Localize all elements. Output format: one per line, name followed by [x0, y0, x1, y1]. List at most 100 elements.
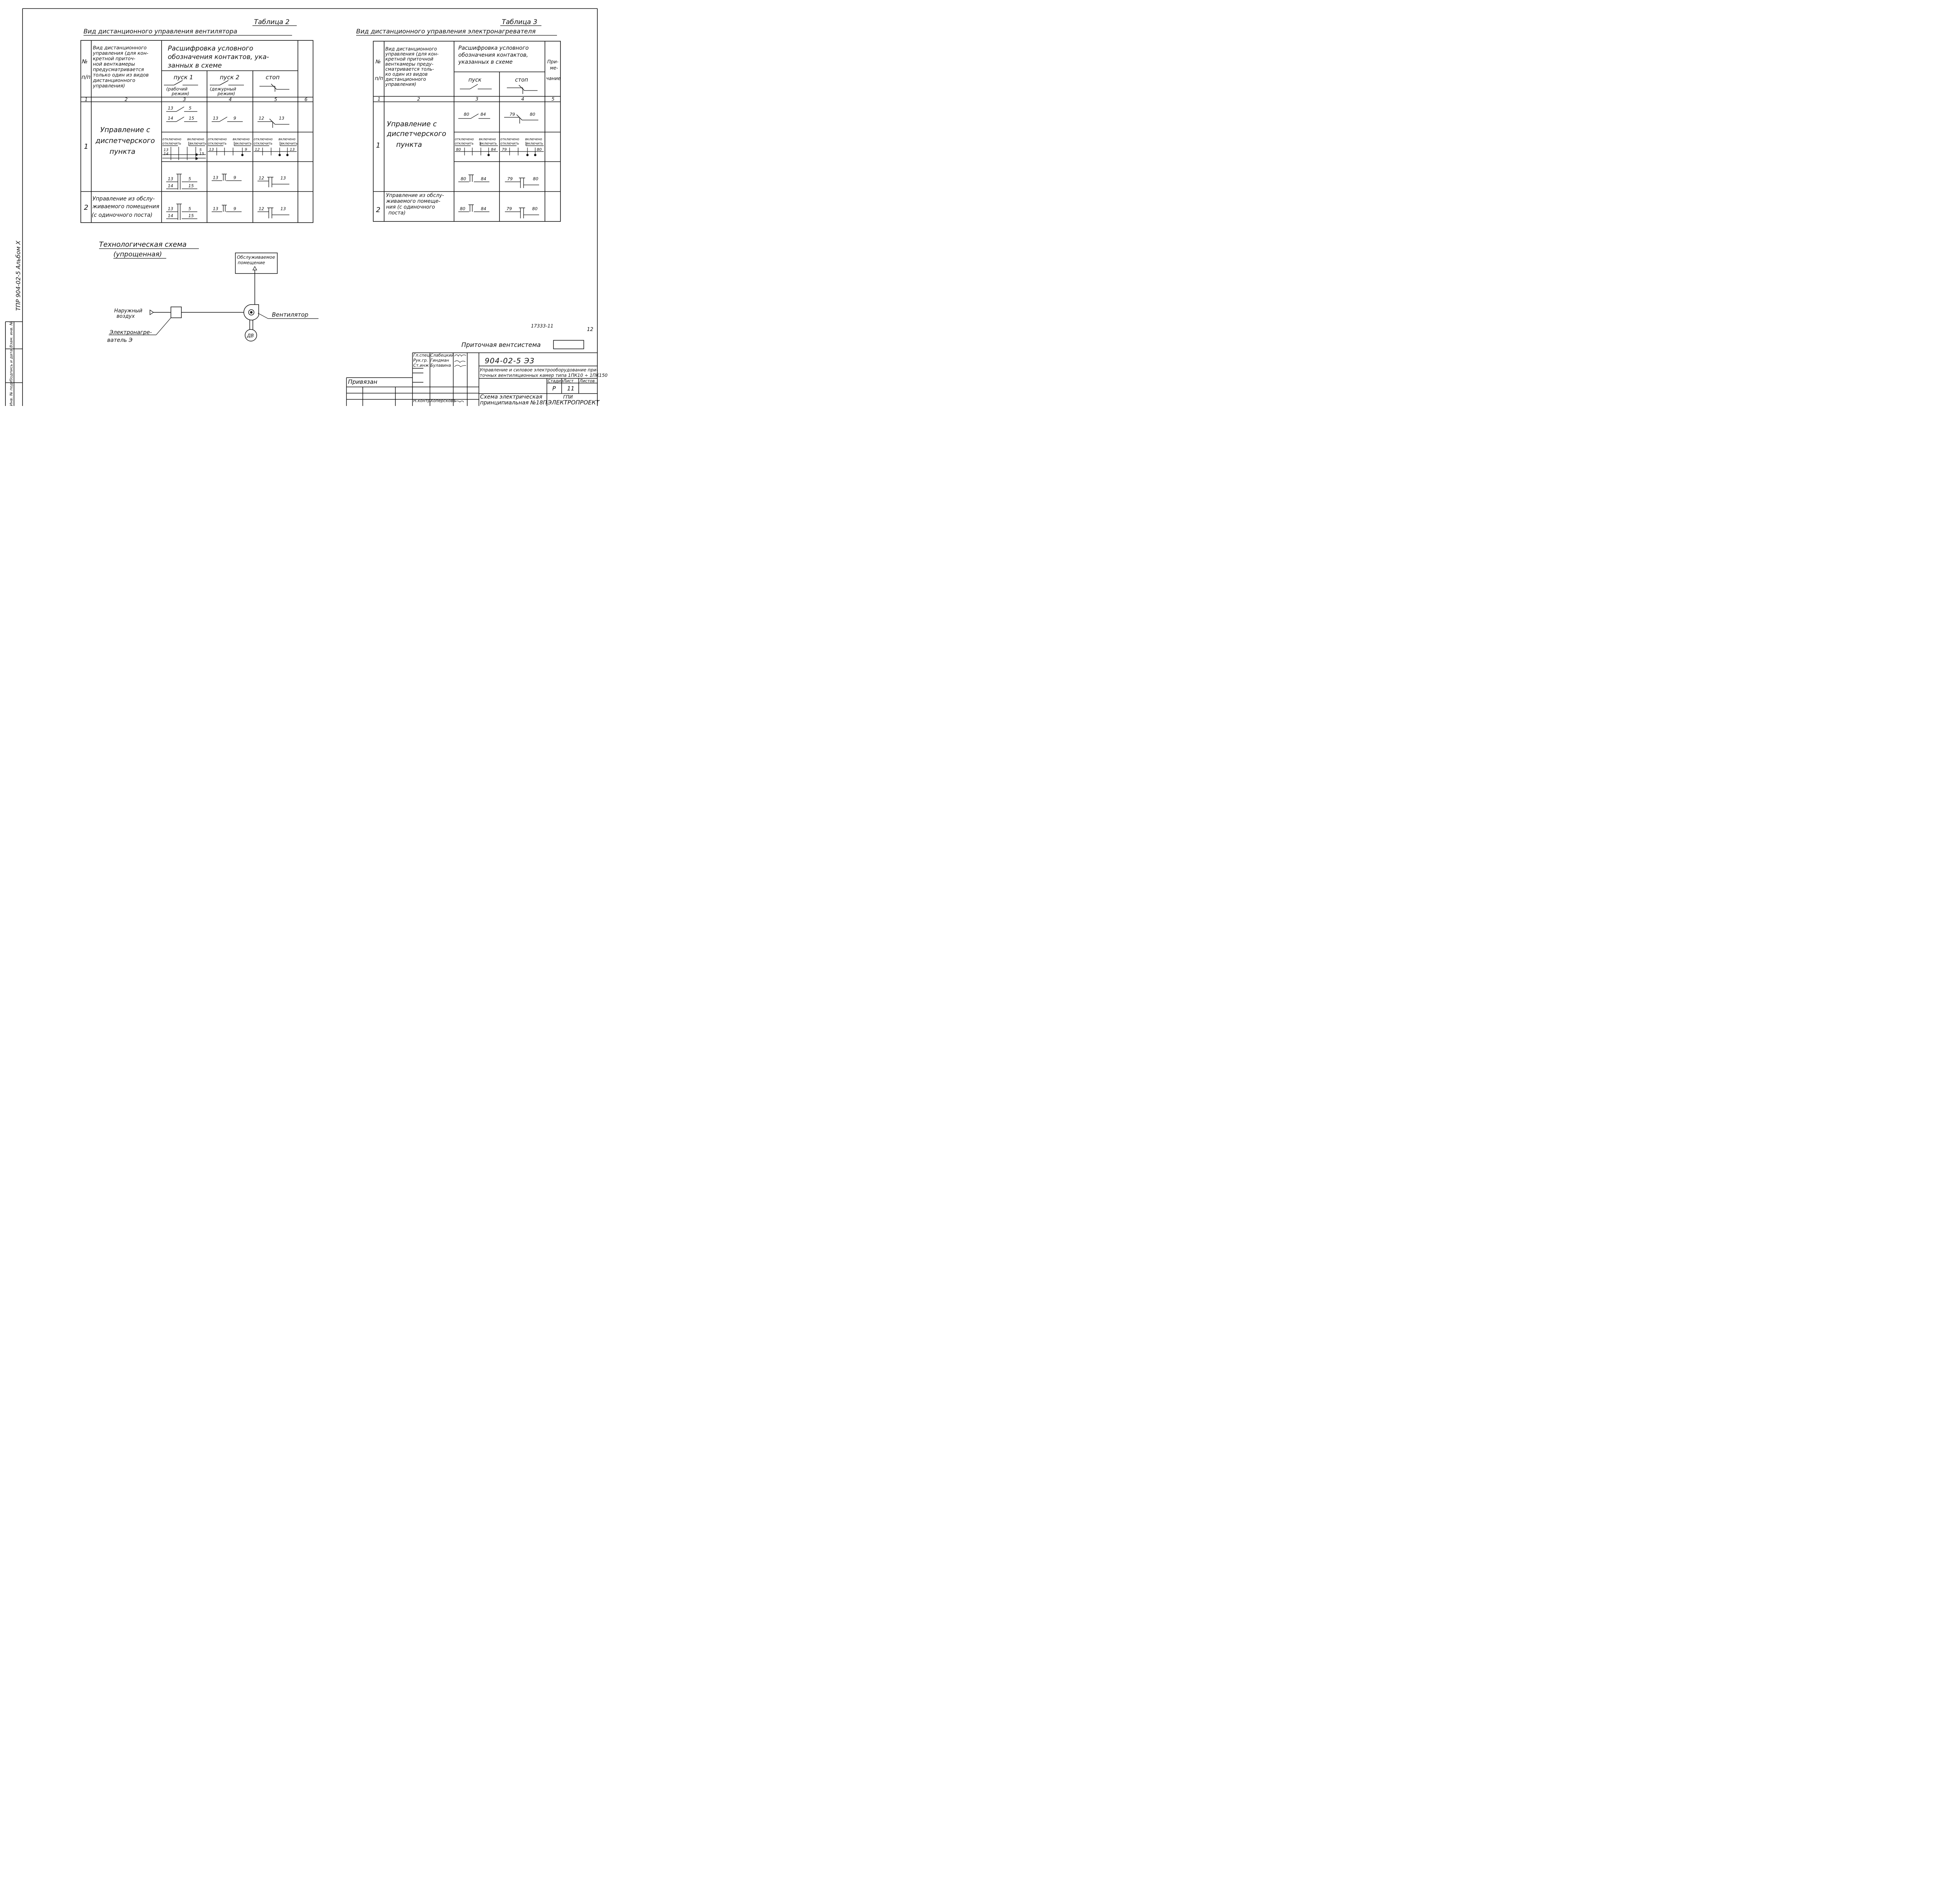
- page-number: 12: [587, 327, 593, 333]
- contact-number: 5: [188, 176, 191, 181]
- switch-label-turn-on: включить: [526, 142, 543, 146]
- contact-number: 13: [213, 116, 218, 121]
- table3-head-decode-line: Расшифровка условного: [458, 45, 529, 51]
- table3-head-type: Вид дистанционного управления (для кон- …: [385, 46, 439, 87]
- table2-head-decode-line: занных в схеме: [168, 62, 222, 70]
- table2-row2-text: живаемого помещения: [92, 204, 159, 210]
- table2-head-decode-line: обозначения контактов, ука-: [168, 53, 269, 61]
- staff-role: Ст.инж: [413, 363, 429, 368]
- table3-head-note-line: ме-: [550, 65, 558, 71]
- heater-leader: [156, 317, 171, 335]
- switch-label-on: включено: [525, 138, 542, 141]
- serviced-room-box: [235, 253, 278, 274]
- contact-number: 13: [280, 176, 286, 181]
- table2-r1c-buttons: [166, 174, 289, 190]
- schema-title: принципиальная №18П: [480, 400, 547, 406]
- heater-box: [171, 307, 182, 318]
- contact-number: 15: [188, 183, 194, 188]
- contact-number: 5: [199, 148, 202, 152]
- table2-head-type-line: управления (для кон-: [92, 50, 148, 56]
- contact-number: 9: [233, 175, 236, 180]
- staff-name: Слабецкий: [430, 353, 454, 358]
- drawing-sheet: ТПР 904-02-5 Альбом X Инв. № подл. Подпи…: [0, 0, 607, 416]
- switch-label-turn-on: включить: [480, 142, 497, 146]
- table2-pusk2-sub: (дежурный: [210, 86, 237, 92]
- motor-label: ДВ: [247, 333, 254, 338]
- switch-label-on: включено: [278, 138, 296, 141]
- sheet-frame: [5, 8, 598, 406]
- table3-row1-text: Управление с: [387, 120, 437, 128]
- document-code: 904-02-5 Э3: [485, 357, 535, 365]
- side-cell-inv: Инв. № подл.: [9, 379, 14, 406]
- switch-label-on: включено: [479, 138, 496, 141]
- switch-label-off: отключено: [162, 138, 181, 141]
- table3-head-type-line: кретной приточной: [385, 56, 433, 62]
- table-2: Таблица 2 Вид дистанционного управления …: [80, 18, 313, 223]
- table3-row2-line: Управление из обслу-: [386, 193, 444, 199]
- table3-col-number: 4: [521, 96, 524, 102]
- system-name: Приточная вентсистема: [461, 341, 541, 348]
- table3-col-number: 1: [378, 96, 381, 102]
- heater-label: ватель Э: [107, 337, 132, 343]
- table2-pusk2: пуск 2: [220, 74, 239, 81]
- table2-head-type: Вид дистанционного управления (для кон- …: [92, 45, 149, 89]
- table3-col-numbers: 1 2 3 4 5: [378, 96, 555, 102]
- table2-r1b-diagrams: [162, 142, 297, 160]
- table2-stop: стоп: [266, 74, 280, 81]
- table3-row1-text: диспетчерского: [386, 130, 446, 138]
- archive-number: 17333-11: [531, 323, 553, 329]
- table2-col-number: 6: [305, 97, 308, 102]
- motor-icon: [245, 329, 257, 341]
- table3-grid: [373, 41, 561, 222]
- table3-row1-no: 1: [376, 141, 380, 150]
- table3-r1c-numbers: 80 84 79 80: [461, 176, 538, 181]
- title-block-grid: [346, 352, 597, 406]
- table2-head-type-line: ной венткамеры: [93, 61, 135, 67]
- contact-number: 12: [259, 176, 264, 181]
- table2-row1-text: диспетчерского: [95, 137, 155, 145]
- switch-label-off: отключено: [500, 138, 519, 141]
- table2-col-number: 3: [183, 97, 186, 102]
- switch-label-turn-off: отключить: [162, 142, 181, 146]
- table2-r2-numbers: 13 5 14 15 13 9 12 13: [168, 206, 286, 218]
- table2-head-type-line: Вид дистанционного: [93, 45, 147, 51]
- table3-head-type-line: венткамеры преду-: [385, 61, 433, 67]
- scheme-title: Технологическая схема: [99, 240, 186, 249]
- switch-label-turn-on: включить: [235, 142, 252, 146]
- contact-number: 79: [507, 176, 513, 181]
- table3-row2-text: Управление из обслу- живаемого помеще- н…: [386, 193, 444, 216]
- side-cell-sign: Подпись и дата: [9, 349, 14, 381]
- switch-label-off: отключено: [455, 138, 474, 141]
- project-description: Управление и силовое электрооборудование…: [480, 367, 598, 373]
- table3-head-no: №: [375, 59, 381, 65]
- contact-number: 13: [279, 116, 284, 121]
- contact-number: 13: [213, 206, 218, 211]
- table2-col-number: 5: [274, 97, 277, 102]
- table3-r1b-labels: отключено включено отключить включить от…: [455, 138, 543, 146]
- organization-name: ЭЛЕКТРОПРОЕКТ: [547, 399, 600, 406]
- contact-number: 80: [464, 112, 469, 117]
- table2-col-number: 2: [125, 97, 128, 102]
- table2-row2-text: (с одиночного поста): [92, 212, 153, 218]
- table3-title: Вид дистанционного управления электронаг…: [356, 28, 536, 35]
- table3-row2-line: поста): [388, 210, 405, 216]
- contact-number: 14: [168, 213, 173, 218]
- contact-number: 12: [259, 206, 264, 211]
- fan-label: Вентилятор: [272, 311, 308, 318]
- table2-r1b-numbers: 13 14 5 15 13 9 12 13: [164, 148, 295, 156]
- norm-control-role: Н.контр: [413, 399, 430, 403]
- table2-col-numbers: 1 2 3 4 5 6: [85, 97, 308, 102]
- contact-number: 13: [168, 206, 173, 211]
- system-name-box: [553, 340, 584, 349]
- table3-col-number: 5: [552, 96, 555, 102]
- contact-number: 84: [481, 206, 486, 211]
- sheets-label: Листов: [579, 379, 595, 383]
- title-block: 17333-11 12 Приточная вентсистема: [346, 323, 607, 406]
- table3-stop-symbol: [507, 85, 538, 94]
- contact-number: 80: [532, 206, 538, 211]
- contact-number: 9: [245, 148, 247, 152]
- bound-label: Привязан: [348, 378, 378, 385]
- table2-row2-no: 2: [84, 204, 88, 212]
- table3-head-type-line: ко один из видов: [385, 71, 428, 77]
- serviced-room-label: Обслуживаемое: [237, 254, 275, 260]
